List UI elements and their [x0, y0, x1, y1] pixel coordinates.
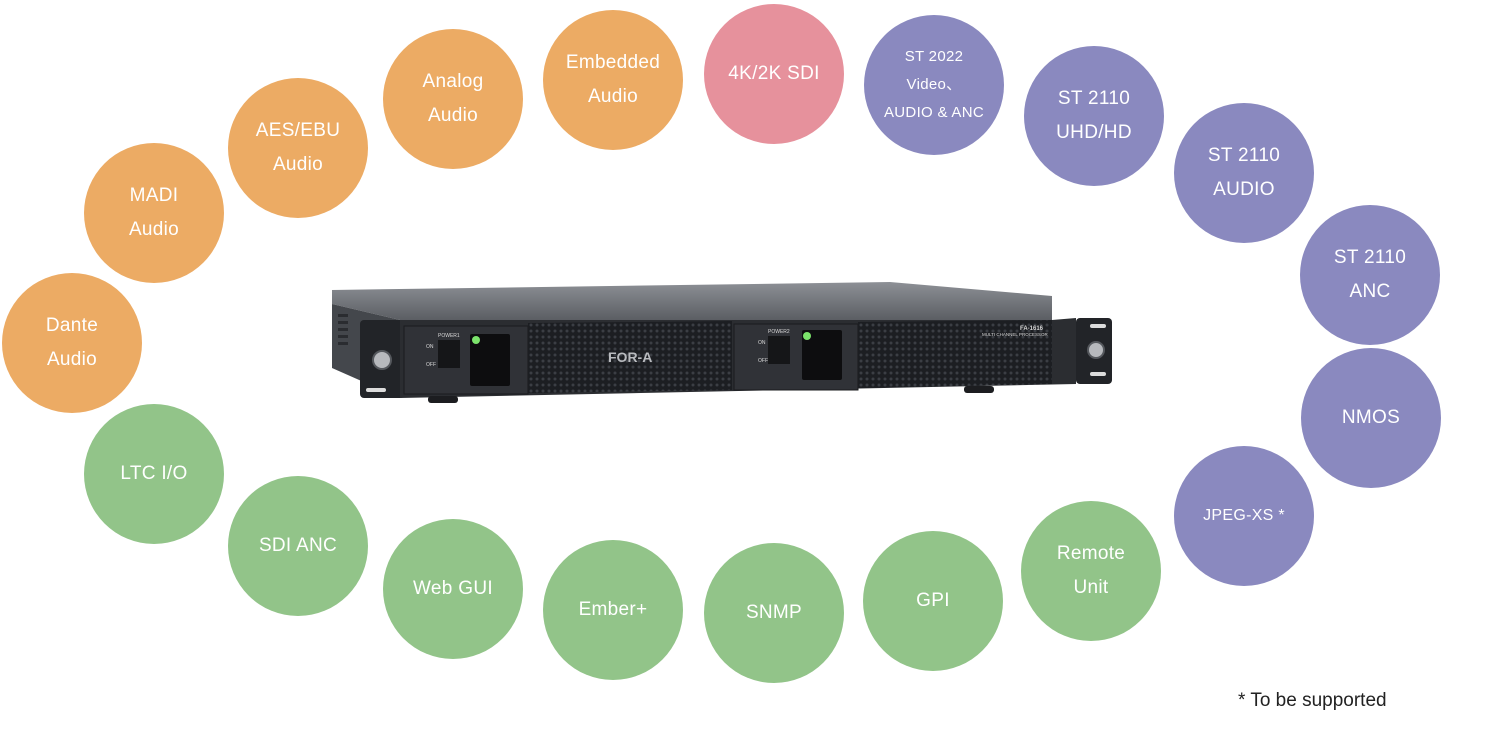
- front-grille-2: [858, 320, 1052, 388]
- feature-label: Web GUI: [413, 578, 493, 599]
- off-label-1: OFF: [426, 362, 436, 368]
- feature-label: ST 2022 Video、 AUDIO & ANC: [884, 48, 984, 121]
- chassis-top: [332, 282, 1052, 320]
- psu-window-2: [802, 330, 842, 380]
- power-switch-2: [768, 336, 790, 364]
- feature-gpi: GPI: [863, 531, 1003, 671]
- brand-logo: FOR-A: [608, 349, 652, 365]
- feature-label: JPEG-XS *: [1203, 507, 1285, 524]
- feature-label: Ember+: [578, 599, 648, 620]
- model-subtitle: MULTI CHANNEL PROCESSOR: [982, 332, 1049, 337]
- feature-4k-2k-sdi: 4K/2K SDI: [704, 4, 844, 144]
- feature-ember-plus: Ember+: [543, 540, 683, 680]
- power1-label: POWER1: [438, 333, 460, 339]
- feature-st2110-anc: ST 2110 ANC: [1300, 205, 1440, 345]
- feature-label: LTC I/O: [120, 463, 188, 484]
- feature-label: Remote Unit: [1056, 543, 1126, 598]
- feature-label: Embedded Audio: [565, 52, 661, 107]
- foot-right: [964, 386, 994, 393]
- feature-aes-ebu-audio: AES/EBU Audio: [228, 78, 368, 218]
- psu-window-1: [470, 334, 510, 386]
- feature-madi-audio: MADI Audio: [84, 143, 224, 283]
- thumbscrew-left: [372, 350, 392, 370]
- off-label-2: OFF: [758, 358, 768, 364]
- feature-label: Analog Audio: [422, 71, 484, 126]
- front-grille-1: [528, 321, 732, 393]
- thumbscrew-right: [1087, 341, 1105, 359]
- feature-st2022: ST 2022 Video、 AUDIO & ANC: [864, 15, 1004, 155]
- feature-snmp: SNMP: [704, 543, 844, 683]
- feature-jpeg-xs: JPEG-XS *: [1174, 446, 1314, 586]
- feature-embedded-audio: Embedded Audio: [543, 10, 683, 150]
- feature-ltc-io: LTC I/O: [84, 404, 224, 544]
- model-label: FA-1616: [1020, 326, 1044, 332]
- on-label-2: ON: [758, 340, 766, 346]
- feature-label: NMOS: [1341, 407, 1401, 428]
- feature-label: 4K/2K SDI: [728, 63, 820, 84]
- feature-label: ST 2110 AUDIO: [1207, 145, 1281, 200]
- feature-label: SDI ANC: [258, 535, 338, 556]
- rack-unit-illustration: POWER1 ON OFF FOR-A POWER2 ON OFF FA-161…: [332, 282, 1112, 403]
- feature-label: ST 2110 ANC: [1333, 247, 1407, 302]
- power-led-1: [472, 336, 480, 344]
- feature-web-gui: Web GUI: [383, 519, 523, 659]
- feature-sdi-anc: SDI ANC: [228, 476, 368, 616]
- feature-remote-unit: Remote Unit: [1021, 501, 1161, 641]
- feature-label: SNMP: [745, 602, 803, 623]
- power2-label: POWER2: [768, 329, 790, 335]
- feature-label: GPI: [916, 590, 950, 611]
- feature-st2110-audio: ST 2110 AUDIO: [1174, 103, 1314, 243]
- power-switch-1: [438, 340, 460, 368]
- feature-analog-audio: Analog Audio: [383, 29, 523, 169]
- on-label-1: ON: [426, 344, 434, 350]
- side-vents: [338, 314, 348, 345]
- feature-st2110-uhd-hd: ST 2110 UHD/HD: [1024, 46, 1164, 186]
- feature-label: ST 2110 UHD/HD: [1056, 88, 1132, 143]
- feature-label: MADI Audio: [128, 185, 180, 240]
- feature-label: Dante Audio: [45, 315, 99, 370]
- feature-label: AES/EBU Audio: [255, 120, 341, 175]
- feature-nmos: NMOS: [1301, 348, 1441, 488]
- foot-left: [428, 396, 458, 403]
- rack-unit-device: POWER1 ON OFF FOR-A POWER2 ON OFF FA-161…: [330, 280, 1115, 405]
- feature-dante-audio: Dante Audio: [2, 273, 142, 413]
- power-led-2: [803, 332, 811, 340]
- footnote: * To be supported: [1238, 690, 1387, 711]
